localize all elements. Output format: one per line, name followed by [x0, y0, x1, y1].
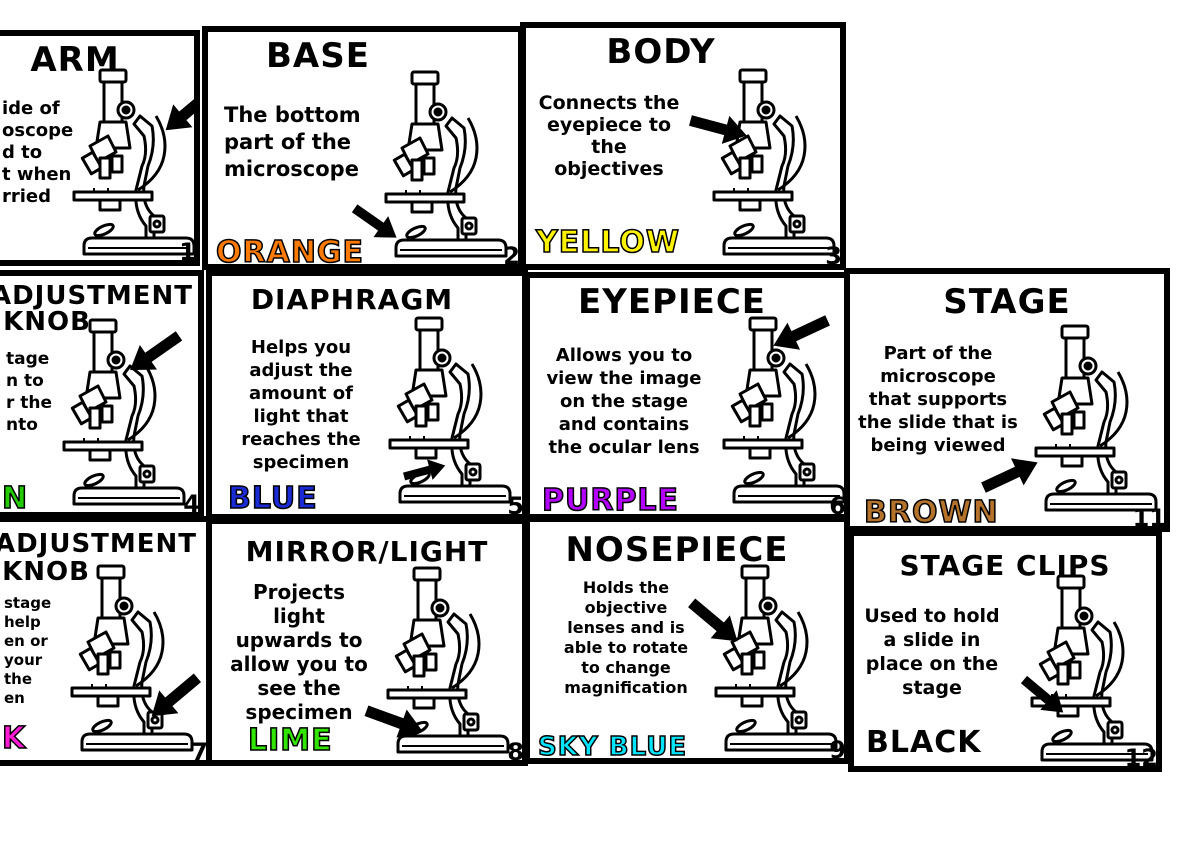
color-word: K: [1, 721, 27, 757]
color-word: PURPLE: [541, 483, 680, 518]
arrow-icon: [686, 108, 751, 148]
card-title-line2: KNOB: [2, 557, 90, 587]
color-word: BLUE: [227, 481, 318, 516]
card-number: 6: [829, 492, 846, 520]
arrow-icon: [156, 86, 194, 136]
card-number: 5: [507, 492, 524, 520]
card-title: EYEPIECE: [577, 282, 767, 322]
card-title: BASE: [266, 36, 370, 76]
card-title: ADJUSTMENT: [0, 529, 198, 559]
microscope-icon: [70, 564, 194, 752]
card-number: 1: [179, 238, 196, 266]
color-word: N: [1, 481, 29, 516]
card-number: 2: [503, 242, 520, 270]
card-title: NOSEPIECE: [565, 530, 789, 570]
color-word: BLACK: [866, 725, 982, 760]
arrow-icon: [1015, 669, 1072, 723]
arrow-icon: [361, 696, 428, 746]
card-title: MIRROR/LIGHT: [245, 535, 489, 568]
card-number: 9: [829, 736, 846, 764]
arrow-icon: [977, 450, 1044, 500]
card-number: 8: [507, 738, 524, 766]
color-word: YELLOW: [535, 225, 680, 261]
color-word: LIME: [247, 723, 333, 759]
color-word: SKY BLUE: [537, 731, 688, 762]
card-title: STAGE: [943, 282, 1071, 322]
card-title-line2: KNOB: [3, 307, 91, 337]
color-word: BROWN: [863, 495, 999, 530]
card-number: 12: [1124, 744, 1158, 772]
card-number: 7: [191, 738, 208, 766]
color-word: ORANGE: [215, 235, 365, 270]
arrow-icon: [767, 308, 834, 358]
card-number: 4: [183, 490, 200, 518]
card-title: BODY: [606, 32, 716, 72]
card-number: 3: [825, 242, 842, 270]
microscope-icon: [712, 68, 836, 256]
card-title: DIAPHRAGM: [250, 283, 454, 316]
microscope-icon: [1034, 324, 1158, 512]
card-title: ADJUSTMENT: [0, 281, 194, 311]
arrow-icon: [121, 328, 188, 378]
arrow-icon: [682, 592, 748, 652]
card-number: 11: [1132, 504, 1166, 532]
arrow-icon: [401, 456, 449, 486]
arrow-icon: [142, 672, 206, 722]
